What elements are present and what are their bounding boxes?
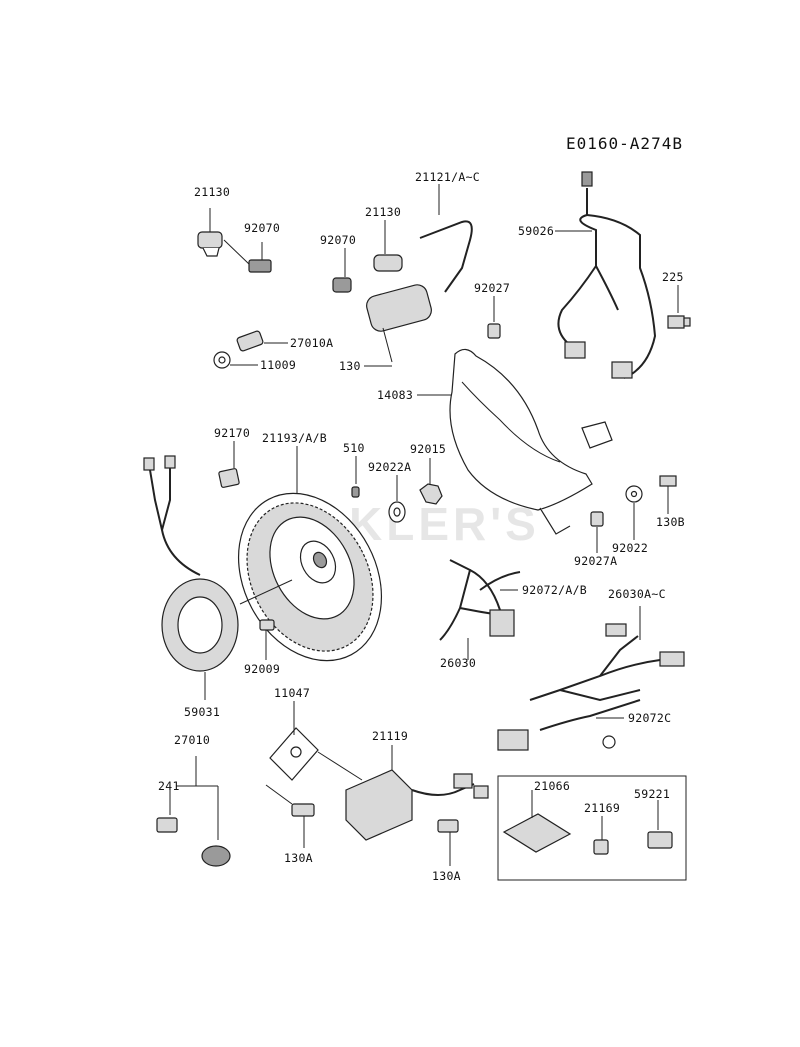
washer-92022A[interactable]	[388, 475, 406, 523]
label-26030: 26030	[440, 656, 476, 670]
shroud-14083[interactable]	[417, 348, 613, 535]
label-225: 225	[662, 270, 684, 284]
bolt-241[interactable]	[156, 786, 178, 833]
label-92027A: 92027A	[574, 554, 617, 568]
connector-59221[interactable]	[647, 800, 673, 849]
label-27010A: 27010A	[290, 336, 333, 350]
label-92070-middle: 92070	[320, 233, 356, 247]
bracket-11047[interactable]	[269, 701, 363, 781]
label-130B: 130B	[656, 515, 685, 529]
label-92022: 92022	[612, 541, 648, 555]
stator-59031[interactable]	[143, 455, 239, 700]
label-21130-middle: 21130	[365, 205, 401, 219]
spark-plug-cap-middle[interactable]	[373, 220, 403, 272]
label-92070-left: 92070	[244, 221, 280, 235]
label-59026: 59026	[518, 224, 554, 238]
collar-92027A[interactable]	[590, 511, 604, 553]
bolt-130A-right[interactable]	[437, 819, 459, 866]
wire-lead-59026[interactable]	[555, 171, 657, 379]
label-241: 241	[158, 779, 180, 793]
label-59031: 59031	[184, 705, 220, 719]
diagram-code: E0160-A274B	[566, 134, 683, 153]
label-27010: 27010	[174, 733, 210, 747]
label-92170: 92170	[214, 426, 250, 440]
label-92027: 92027	[474, 281, 510, 295]
regulator-kit-box	[497, 775, 687, 881]
washer-11009[interactable]	[213, 351, 258, 369]
regulator-21066[interactable]	[502, 790, 572, 853]
label-92072C: 92072C	[628, 711, 671, 725]
label-130A-right: 130A	[432, 869, 461, 883]
label-510: 510	[343, 441, 365, 455]
label-21121: 21121/A~C	[415, 170, 480, 184]
spark-plug-left[interactable]	[223, 239, 272, 273]
nut-92015[interactable]	[419, 458, 443, 505]
label-26030AC: 26030A~C	[608, 587, 666, 601]
label-92015: 92015	[410, 442, 446, 456]
clamp-92170[interactable]	[218, 441, 240, 488]
bolt-225[interactable]	[667, 285, 691, 329]
bolt-130A-left[interactable]	[265, 784, 315, 848]
harness-26030[interactable]	[439, 559, 521, 660]
ignition-coil[interactable]	[364, 184, 473, 367]
label-21130-left: 21130	[194, 185, 230, 199]
label-11047: 11047	[274, 686, 310, 700]
label-11009: 11009	[260, 358, 296, 372]
switch-27010A[interactable]	[236, 330, 288, 352]
module-21119[interactable]	[345, 745, 489, 841]
label-92009: 92009	[244, 662, 280, 676]
label-21119: 21119	[372, 729, 408, 743]
label-92072: 92072/A/B	[522, 583, 587, 597]
label-130: 130	[339, 359, 361, 373]
spark-plug-middle[interactable]	[332, 248, 352, 293]
label-92022A: 92022A	[368, 460, 411, 474]
collar-92027[interactable]	[487, 296, 501, 339]
label-21066: 21066	[534, 779, 570, 793]
bolt-130B[interactable]	[659, 475, 677, 514]
switch-27010[interactable]	[176, 756, 231, 867]
label-14083: 14083	[377, 388, 413, 402]
label-21193: 21193/A/B	[262, 431, 327, 445]
label-59221: 59221	[634, 787, 670, 801]
washer-92022[interactable]	[625, 485, 643, 540]
label-130A-left: 130A	[284, 851, 313, 865]
harness-26030AC[interactable]	[497, 606, 685, 751]
spark-plug-cap-left[interactable]	[197, 208, 223, 257]
bolt-92009[interactable]	[259, 619, 275, 660]
key-510[interactable]	[351, 456, 360, 498]
label-21169: 21169	[584, 801, 620, 815]
flywheel-21193[interactable]	[210, 446, 409, 686]
terminal-21169[interactable]	[593, 816, 609, 855]
